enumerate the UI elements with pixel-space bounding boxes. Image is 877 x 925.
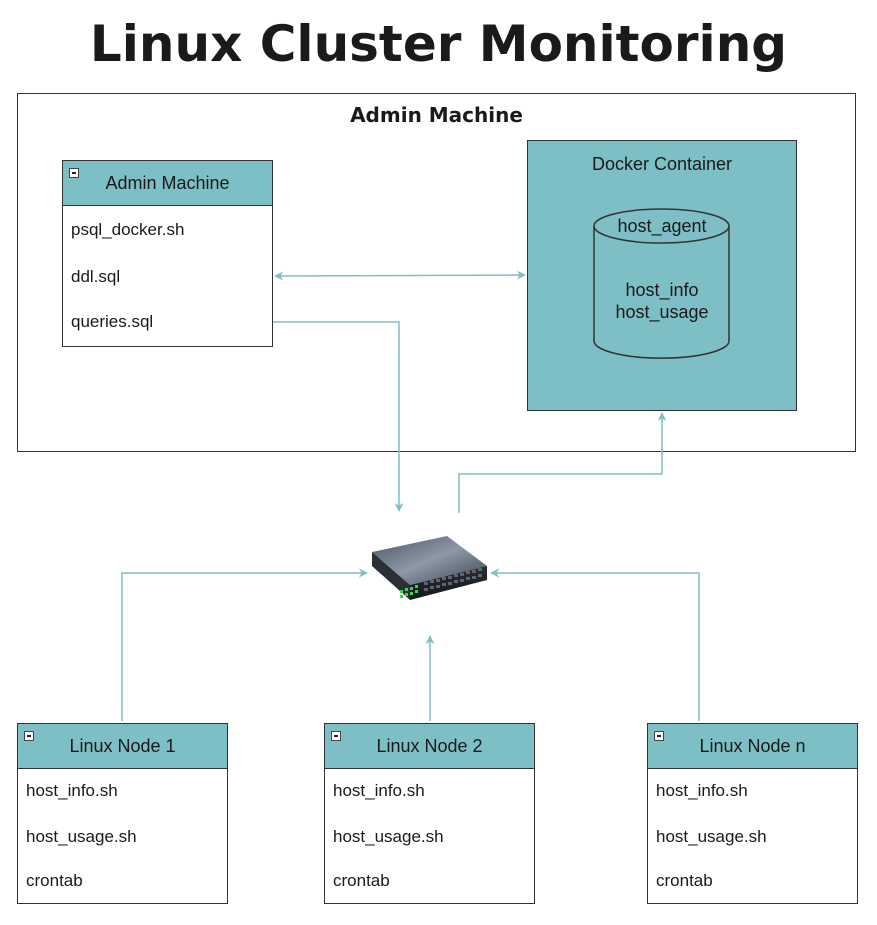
file-item-ddl: ddl.sql xyxy=(71,267,121,286)
linux-node-1-header: Linux Node 1 xyxy=(18,724,227,769)
admin-machine-panel-header: Admin Machine xyxy=(63,161,272,206)
node-item-host-info: host_info.sh xyxy=(26,781,118,800)
node-item-crontab: crontab xyxy=(656,871,713,890)
node-item-host-usage: host_usage.sh xyxy=(26,827,137,846)
table-host-usage: host_usage xyxy=(615,302,709,322)
admin-machine-area-label: Admin Machine xyxy=(350,103,523,127)
node-item-crontab: crontab xyxy=(333,871,390,890)
database-cylinder-icon[interactable] xyxy=(593,208,730,359)
file-item-psql-docker: psql_docker.sh xyxy=(71,220,185,239)
collapse-icon[interactable] xyxy=(331,731,341,741)
database-name: host_agent xyxy=(617,216,707,236)
table-host-info: host_info xyxy=(625,280,699,300)
connector-node1-to-switch xyxy=(121,568,368,721)
node-item-host-usage: host_usage.sh xyxy=(333,827,444,846)
linux-node-n-title: Linux Node n xyxy=(699,736,806,756)
node-item-host-usage: host_usage.sh xyxy=(656,827,767,846)
connector-noden-to-switch xyxy=(490,568,700,721)
node-item-host-info: host_info.sh xyxy=(656,781,748,800)
linux-node-n[interactable]: Linux Node n host_info.sh host_usage.sh … xyxy=(647,723,858,904)
collapse-icon[interactable] xyxy=(654,731,664,741)
collapse-icon[interactable] xyxy=(24,731,34,741)
docker-container-label: Docker Container xyxy=(591,154,733,174)
admin-machine-panel[interactable]: Admin Machine psql_docker.sh ddl.sql que… xyxy=(62,160,273,347)
connector-switch-to-docker xyxy=(458,412,667,513)
linux-node-2-header: Linux Node 2 xyxy=(325,724,534,769)
network-switch-icon[interactable] xyxy=(372,536,487,600)
connector-admin-docker xyxy=(274,270,526,281)
admin-machine-panel-title: Admin Machine xyxy=(105,173,230,193)
linux-node-n-header: Linux Node n xyxy=(648,724,857,769)
diagram-title: Linux Cluster Monitoring xyxy=(89,15,788,73)
file-item-queries: queries.sql xyxy=(71,312,154,331)
collapse-icon[interactable] xyxy=(69,168,79,178)
linux-node-1-title: Linux Node 1 xyxy=(69,736,176,756)
connector-queries-to-switch xyxy=(273,321,404,512)
linux-node-2-title: Linux Node 2 xyxy=(376,736,483,756)
node-item-crontab: crontab xyxy=(26,871,83,890)
node-item-host-info: host_info.sh xyxy=(333,781,425,800)
linux-node-1[interactable]: Linux Node 1 host_info.sh host_usage.sh … xyxy=(17,723,228,904)
linux-node-2[interactable]: Linux Node 2 host_info.sh host_usage.sh … xyxy=(324,723,535,904)
